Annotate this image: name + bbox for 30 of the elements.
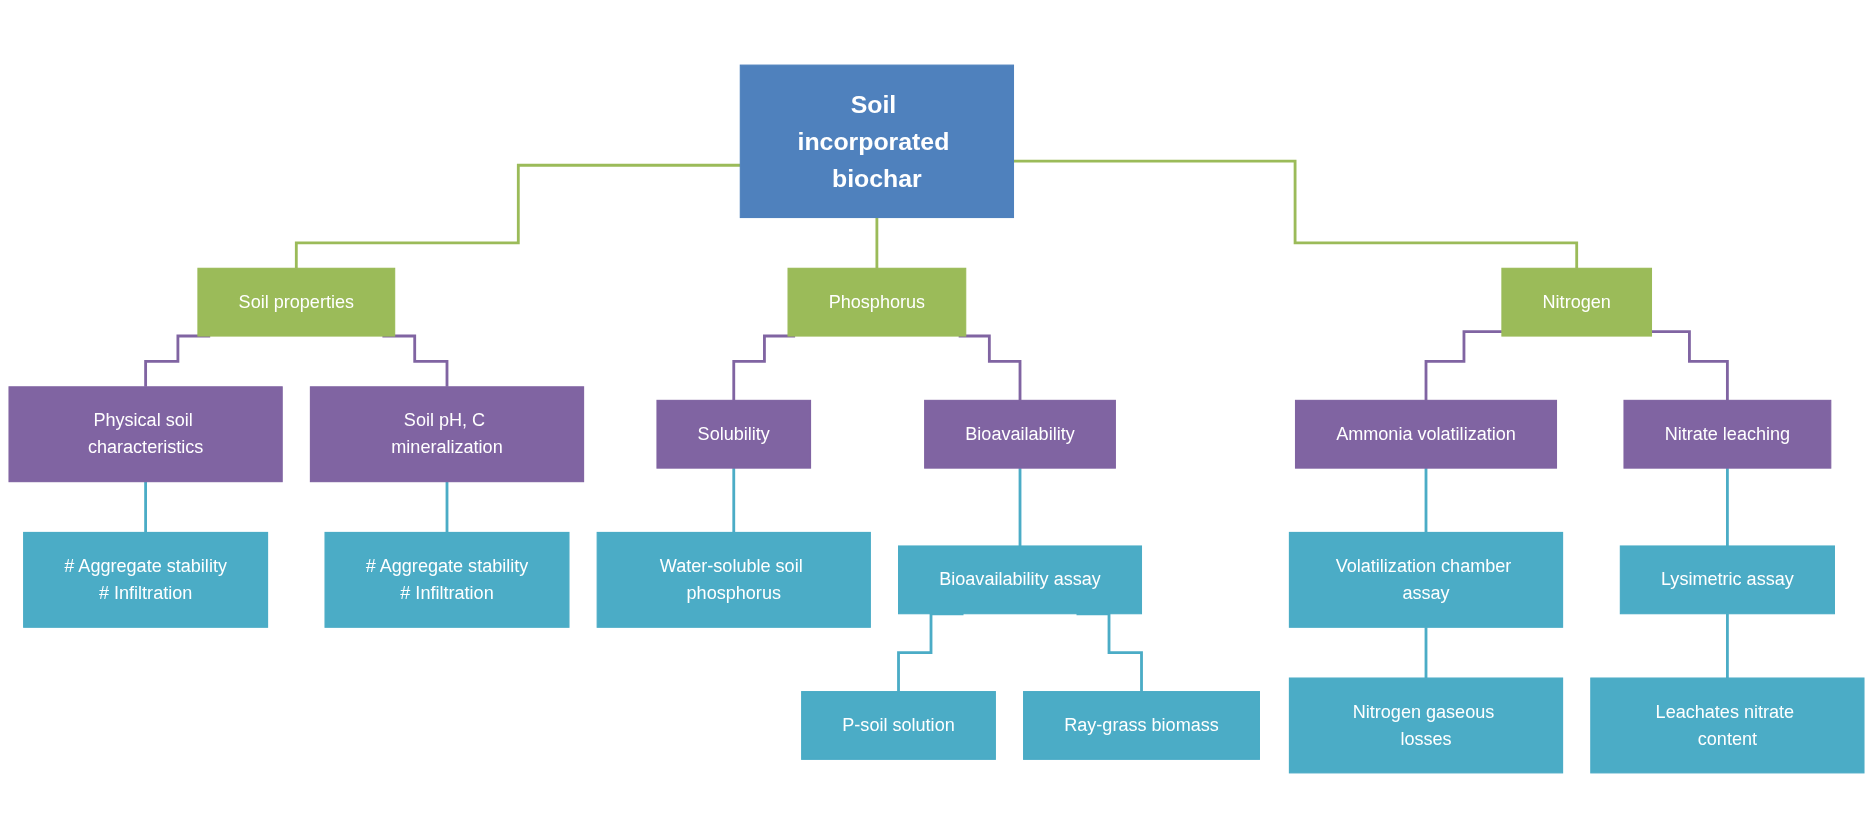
- connector: [144, 480, 147, 534]
- node-box: Bioavailability: [924, 399, 1116, 469]
- connector: [445, 480, 449, 534]
- node-box: # Aggregate stability # Infiltration: [324, 531, 570, 628]
- connector: [875, 216, 879, 270]
- node-box: Nitrogen: [1501, 267, 1653, 337]
- node-box: Soil properties: [197, 267, 396, 337]
- node-box: Ray-grass biomass: [1023, 691, 1260, 760]
- node-box: Nitrate leaching: [1623, 399, 1832, 469]
- connector: [1726, 612, 1729, 680]
- node-box: Water-soluble soil phosphorus: [596, 531, 871, 628]
- connector: [1013, 159, 1579, 270]
- node-box: Bioavailability assay: [898, 545, 1143, 615]
- node-box: Ammonia volatilization: [1294, 399, 1558, 469]
- connector: [1651, 330, 1729, 402]
- node-box: Lysimetric assay: [1619, 545, 1835, 615]
- node-box: Phosphorus: [787, 267, 967, 337]
- node-box: # Aggregate stability # Infiltration: [23, 531, 269, 628]
- connector: [294, 163, 741, 270]
- node-box: Leachates nitrate content: [1590, 677, 1865, 774]
- node-box: Soil incorporated biochar: [739, 64, 1015, 219]
- node-box: Soil pH, C mineralization: [309, 386, 585, 483]
- connector: [1424, 330, 1502, 402]
- connector: [897, 612, 964, 693]
- node-box: Volatilization chamber assay: [1288, 531, 1564, 628]
- node-box: P-soil solution: [801, 691, 996, 760]
- node-box: Physical soil characteristics: [8, 386, 283, 483]
- node-box: Nitrogen gaseous losses: [1288, 677, 1564, 774]
- connector: [1076, 612, 1143, 693]
- node-box: Solubility: [656, 399, 812, 469]
